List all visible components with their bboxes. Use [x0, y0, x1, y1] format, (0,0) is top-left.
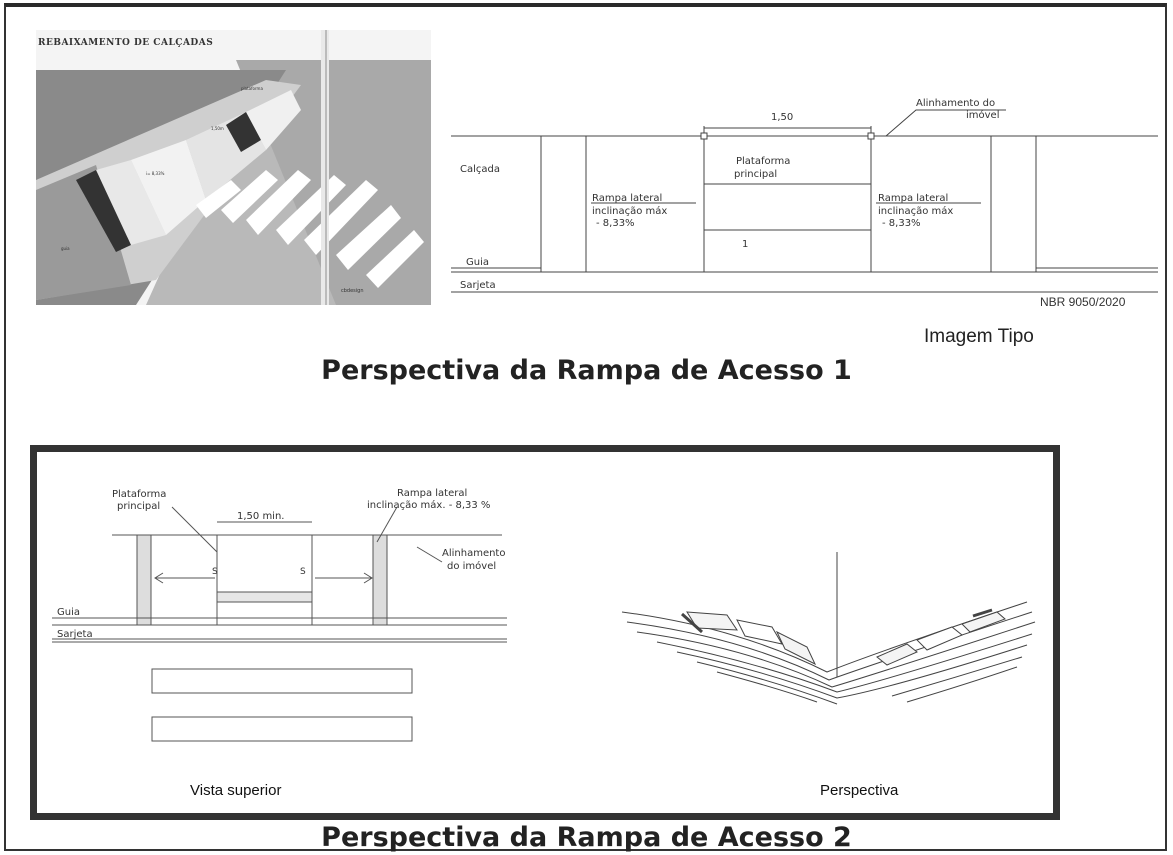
rampa-left-incl: inclinação máx — [592, 205, 667, 217]
svg-text:1,50m: 1,50m — [211, 126, 224, 131]
rampa-2-incl: inclinação máx. - 8,33 % — [367, 499, 490, 511]
page-frame — [4, 3, 1167, 851]
plan-drawing-1-svg: 1,50 Alinhamento do imóvel Calçada Plata… — [451, 98, 1158, 293]
plataforma-label: Plataforma — [736, 156, 790, 167]
perspectiva-label: Perspectiva — [820, 782, 899, 799]
alinhamento-2-label: Alinhamento — [442, 548, 505, 559]
number-label: 1 — [742, 239, 748, 250]
guia-label: Guia — [466, 257, 489, 268]
imagem-tipo-label: Imagem Tipo — [924, 326, 1034, 347]
dimension-2-label: 1,50 min. — [237, 511, 284, 522]
ramp-3d-illustration: cbdesign plataforma 1,50m i= 8,33% guia — [36, 30, 431, 305]
calcada-label: Calçada — [460, 164, 500, 175]
imovel-label: imóvel — [966, 109, 1000, 121]
s-right-label: S — [300, 567, 306, 577]
alinhamento-label: Alinhamento do — [916, 98, 995, 109]
rampa-right-incl: inclinação máx — [878, 205, 953, 217]
rampa-2-label: Rampa lateral — [397, 488, 467, 499]
svg-text:cbdesign: cbdesign — [341, 288, 364, 294]
source-label: NBR 9050/2020 — [1040, 295, 1126, 309]
imovel-2-label: do imóvel — [447, 560, 496, 572]
guia-2-label: Guia — [57, 607, 80, 618]
sarjeta-label: Sarjeta — [460, 280, 496, 291]
ramp-3d-svg: cbdesign plataforma 1,50m i= 8,33% guia — [36, 30, 431, 305]
s-left-label: S — [212, 567, 218, 577]
rampa-left-pct: - 8,33% — [596, 218, 635, 229]
photo-title: REBAIXAMENTO DE CALÇADAS — [38, 38, 214, 48]
ramp-plan-drawing-1: 1,50 Alinhamento do imóvel Calçada Plata… — [446, 92, 1158, 302]
figure-2-caption: Perspectiva da Rampa de Acesso 2 — [321, 822, 852, 853]
plataforma-2-label: Plataforma — [112, 489, 166, 500]
svg-text:i= 8,33%: i= 8,33% — [146, 171, 165, 176]
principal-label: principal — [734, 169, 777, 180]
vista-superior-label: Vista superior — [190, 782, 282, 799]
rampa-right-pct: - 8,33% — [882, 218, 921, 229]
figure-2-frame: Plataforma principal 1,50 min. Rampa lat… — [30, 445, 1060, 820]
svg-text:plataforma: plataforma — [241, 86, 263, 91]
dimension-label: 1,50 — [771, 112, 793, 123]
sarjeta-2-label: Sarjeta — [57, 629, 93, 640]
perspective-drawing — [621, 552, 1036, 705]
rampa-right-label: Rampa lateral — [878, 193, 948, 204]
svg-text:guia: guia — [61, 246, 70, 251]
figure-1-caption: Perspectiva da Rampa de Acesso 1 — [321, 355, 852, 386]
rampa-left-label: Rampa lateral — [592, 193, 662, 204]
principal-2-label: principal — [117, 501, 160, 512]
plan-drawing-2-svg: Plataforma principal 1,50 min. Rampa lat… — [52, 488, 1036, 742]
